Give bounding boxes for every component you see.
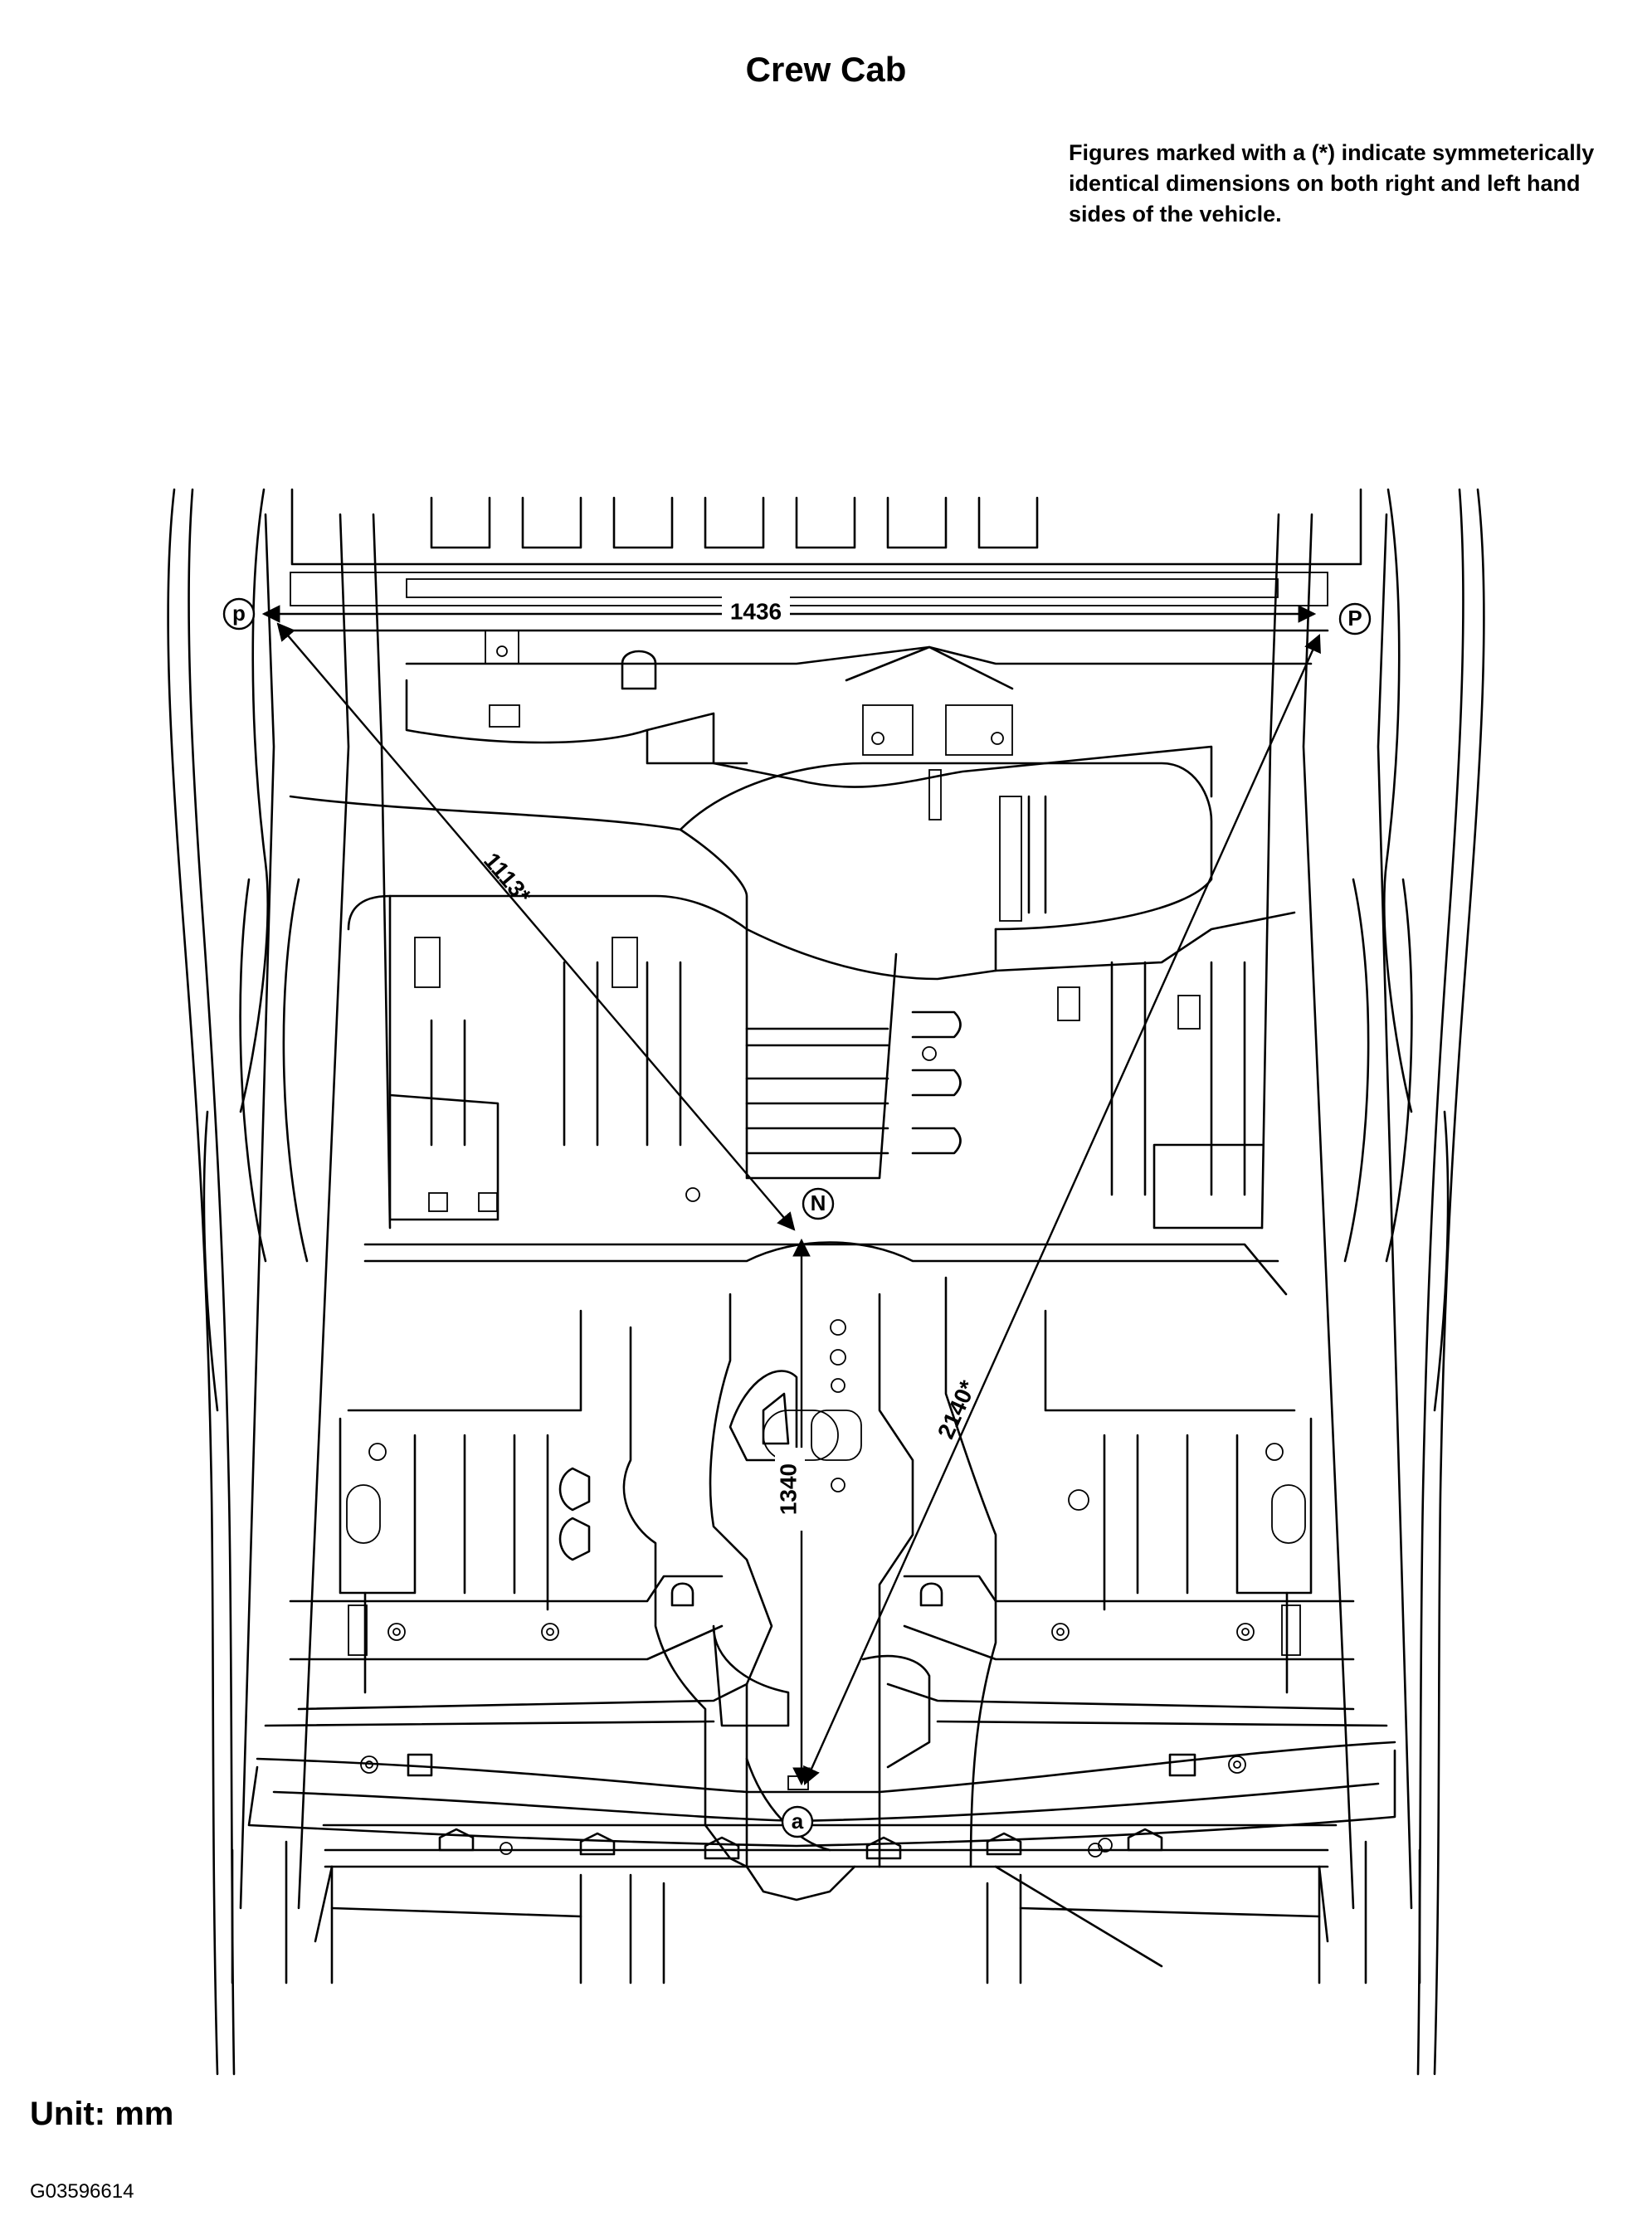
point-P-label: P — [1347, 606, 1362, 631]
diagonal-p-n-label: 1113* — [479, 848, 536, 909]
length-n-a-label: 1340 — [775, 1463, 801, 1515]
rear-floor-mid — [388, 894, 1264, 1229]
diagonal-P-a-label: 2140* — [933, 1376, 981, 1443]
rear-crossmember — [289, 1575, 1355, 1711]
unit-label: Unit: mm — [30, 2096, 174, 2132]
measurement-lines — [261, 605, 1321, 1786]
page-title: Crew Cab — [745, 50, 907, 89]
point-N-label: N — [811, 1191, 826, 1215]
width-dimension-label: 1436 — [730, 598, 782, 624]
diagonal-P-a-line — [803, 634, 1321, 1785]
point-a-label: a — [792, 1809, 804, 1833]
point-p-label: p — [232, 601, 246, 626]
figure-code: G03596614 — [30, 2180, 134, 2203]
body-outline — [167, 488, 1485, 2076]
front-floor-top — [289, 488, 1362, 798]
rear-underbody — [347, 1241, 1296, 1868]
point-marker-a: a — [781, 1805, 814, 1838]
diagonal-p-n-line — [276, 622, 796, 1231]
front-crossmember — [289, 762, 1296, 981]
symmetry-note: Figures marked with a (*) indicate symme… — [1069, 140, 1595, 226]
point-marker-P: P — [1338, 602, 1372, 635]
rear-bumper-bar — [247, 1720, 1396, 1868]
bottom-clips — [231, 1828, 1421, 1984]
point-marker-N: N — [802, 1187, 835, 1220]
point-marker-p: p — [222, 597, 256, 631]
